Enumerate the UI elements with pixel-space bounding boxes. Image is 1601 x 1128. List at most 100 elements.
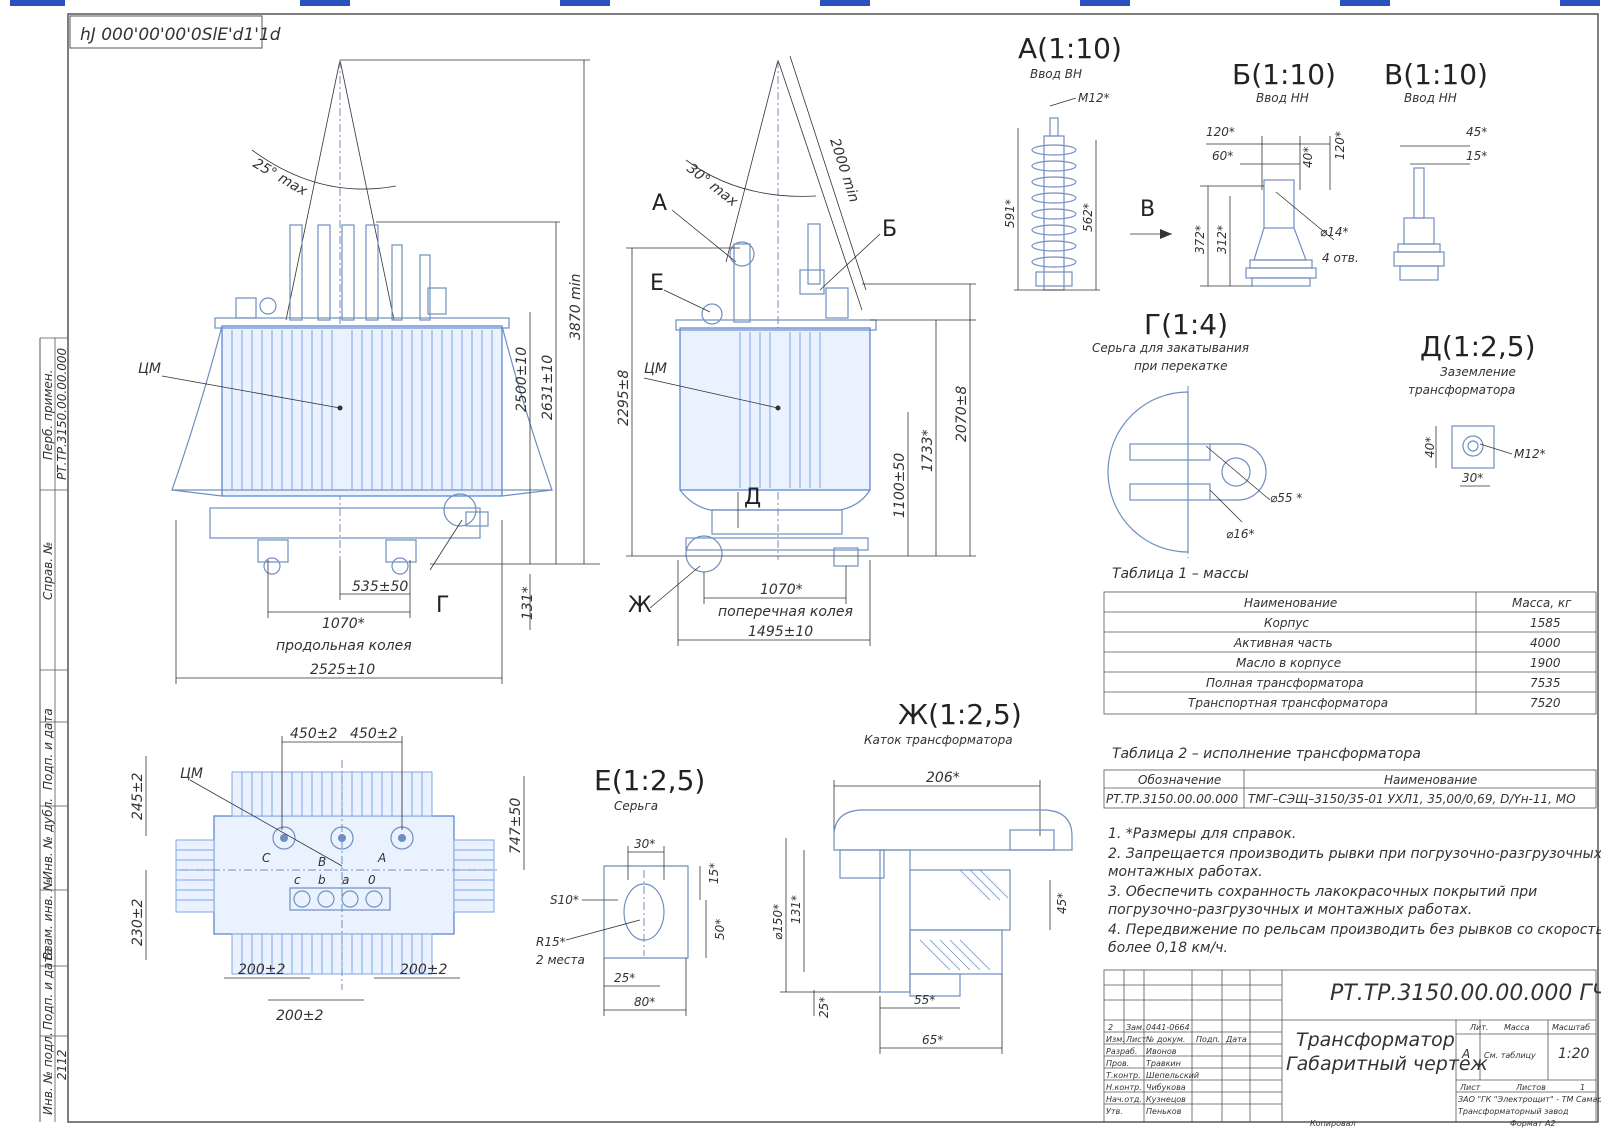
table1-header-mass: Масса, кг (1512, 596, 1572, 610)
tb-scale-value: 1:20 (1558, 1046, 1590, 1062)
tb-row4-c0: Т.контр. (1106, 1071, 1141, 1080)
margin-label-8: 2112 (55, 1049, 69, 1080)
table2-header-code: Обозначение (1138, 773, 1221, 787)
detail-e-dim-6: 25* (614, 971, 635, 985)
front-dim-0: 2500±10 (514, 347, 530, 412)
detail-e-dim-7: 80* (634, 995, 655, 1009)
side-callout-e: Е (650, 271, 664, 296)
detail-v-dim-0: 45* (1466, 125, 1487, 139)
side-fins (739, 332, 821, 488)
tb-row0-c1: Зам. (1126, 1023, 1145, 1032)
table-masses: Таблица 1 – массы Наименование Масса, кг… (1103, 566, 1597, 715)
detail-d-subtitle-2: трансформатора (1408, 383, 1515, 397)
table2-header-name: Наименование (1384, 773, 1477, 787)
tb-format: Формат А2 (1510, 1119, 1556, 1128)
detail-d-dim-2: 30* (1462, 471, 1483, 485)
plan-lv-0: c (294, 873, 301, 887)
margin-label-4: Взам. инв. № (41, 879, 55, 960)
tb-row5-c0: Н.контр. (1106, 1083, 1142, 1092)
side-dim-0: 2295±8 (616, 370, 632, 426)
detail-zh-dim-3: 45* (1055, 893, 1069, 914)
front-fins (231, 330, 493, 490)
front-view: 25° max (138, 59, 600, 684)
tb-sheet-label: Лист (1459, 1083, 1481, 1092)
detail-b-dim-7: 4 отв. (1322, 251, 1359, 265)
detail-a-dim-0: М12* (1078, 91, 1110, 105)
top-border (0, 0, 1601, 8)
tb-row1-c0: Изм. (1106, 1035, 1125, 1044)
side-angle: 30° max (684, 161, 742, 211)
table1-row1-mass: 4000 (1530, 636, 1561, 650)
tb-row0-c2: 0441-0664 (1146, 1023, 1190, 1032)
tb-row7-c0: Утв. (1106, 1107, 1123, 1116)
detail-d-subtitle-1: Заземление (1440, 365, 1516, 379)
detail-b-dim-3: 120* (1333, 131, 1347, 160)
plan-dim-6: 200±2 (400, 962, 447, 978)
side-dim-2: 1733* (920, 429, 936, 472)
plan-lv-2: a (342, 873, 349, 887)
margin-label-1: РТ.ТР.3150.00.00.000 (55, 347, 69, 480)
table-execution: Таблица 2 – исполнение трансформатора Об… (1103, 746, 1597, 809)
tb-row1-c2: № докум. (1145, 1035, 1185, 1044)
detail-zh-dim-6: 65* (922, 1033, 943, 1047)
detail-g-subtitle-1: Серьга для закатывания (1092, 341, 1249, 355)
plan-dim-7: 200±2 (276, 1008, 323, 1024)
side-dim-1: 1100±50 (892, 453, 908, 518)
margin-label-2: Справ. № (41, 542, 55, 600)
detail-a-title: А(1:10) (1018, 32, 1122, 65)
tb-row7-c1: Пеньков (1146, 1107, 1182, 1116)
detail-b: Б(1:10) Ввод НН 120* 60* 40* 120* 372* 3… (1193, 58, 1359, 287)
table1-row4-mass: 7520 (1530, 696, 1561, 710)
table2-code: РТ.ТР.3150.00.00.000 (1106, 792, 1239, 806)
side-callout-b: Б (882, 217, 897, 242)
side-dim-3: 2070±8 (954, 386, 970, 442)
detail-a: А(1:10) Ввод ВН М12* 591* 562* В (1003, 32, 1172, 291)
detail-e-subtitle: Серьга (614, 799, 658, 813)
table1-row3-name: Полная трансформатора (1206, 676, 1364, 690)
tb-mass-label: Масса (1504, 1023, 1530, 1032)
margin-label-6: Подп. и дата (41, 948, 55, 1030)
front-dim-1: 2631±10 (540, 355, 556, 420)
tb-row3-c0: Пров. (1106, 1059, 1129, 1068)
tb-sheets-value: 1 (1580, 1083, 1585, 1092)
detail-g-dim-0: ⌀55 * (1270, 491, 1302, 505)
plan-fins-right (453, 839, 495, 913)
plan-lv-1: b (318, 873, 326, 887)
detail-a-insulator (1031, 135, 1077, 291)
table1-header-name: Наименование (1244, 596, 1337, 610)
tb-sheets-label: Листов (1515, 1083, 1546, 1092)
detail-g: Г(1:4) Серьга для закатывания при перека… (1092, 308, 1302, 558)
detail-g-subtitle-2: при перекатке (1134, 359, 1228, 373)
detail-b-dim-5: 312* (1215, 225, 1229, 254)
front-dim-6: 2525±10 (310, 662, 375, 678)
notes: 1. *Размеры для справок. 2. Запрещается … (1108, 826, 1601, 956)
margin-label-5: Инв. № дубл. (41, 798, 55, 880)
side-dim-4: 1070* (760, 582, 803, 598)
margin-label-3: Подп. и дата (41, 708, 55, 790)
tb-company-2: Трансформаторный завод (1458, 1107, 1569, 1116)
tb-row2-c0: Разраб. (1106, 1047, 1137, 1056)
detail-d: Д(1:2,5) Заземление трансформатора 40* М… (1408, 330, 1546, 487)
detail-zh-dim-4: 25* (817, 997, 831, 1018)
plan-dim-4: 230±2 (130, 899, 146, 946)
detail-zh: Ж(1:2,5) Каток трансформатора 206* ⌀150*… (771, 698, 1073, 1054)
side-dim-5: 1495±10 (748, 624, 813, 640)
left-margin: Перб. примен. РТ.ТР.3150.00.00.000 Справ… (39, 337, 69, 1122)
plan-fins-left (175, 839, 215, 913)
side-callout-a: А (652, 191, 667, 216)
tb-name-2: Габаритный чертеж (1286, 1053, 1488, 1075)
tb-row1-c4: Дата (1225, 1035, 1247, 1044)
tb-row6-c0: Нач.отд. (1106, 1095, 1142, 1104)
detail-e-dim-0: 30* (634, 837, 655, 851)
detail-b-dim-2: 40* (1301, 147, 1315, 168)
detail-b-dim-1: 60* (1212, 149, 1233, 163)
front-dim-2: 3870 min (568, 274, 584, 340)
detail-zh-dim-5: 55* (914, 993, 935, 1007)
detail-a-dim-2: 562* (1081, 203, 1095, 232)
plan-cm: ЦМ (180, 766, 203, 782)
plan-hv-2: A (377, 851, 386, 865)
side-callout-d: Д (744, 485, 761, 510)
drawing-frame (67, 13, 1599, 1123)
table1-row2-name: Масло в корпусе (1236, 656, 1341, 670)
